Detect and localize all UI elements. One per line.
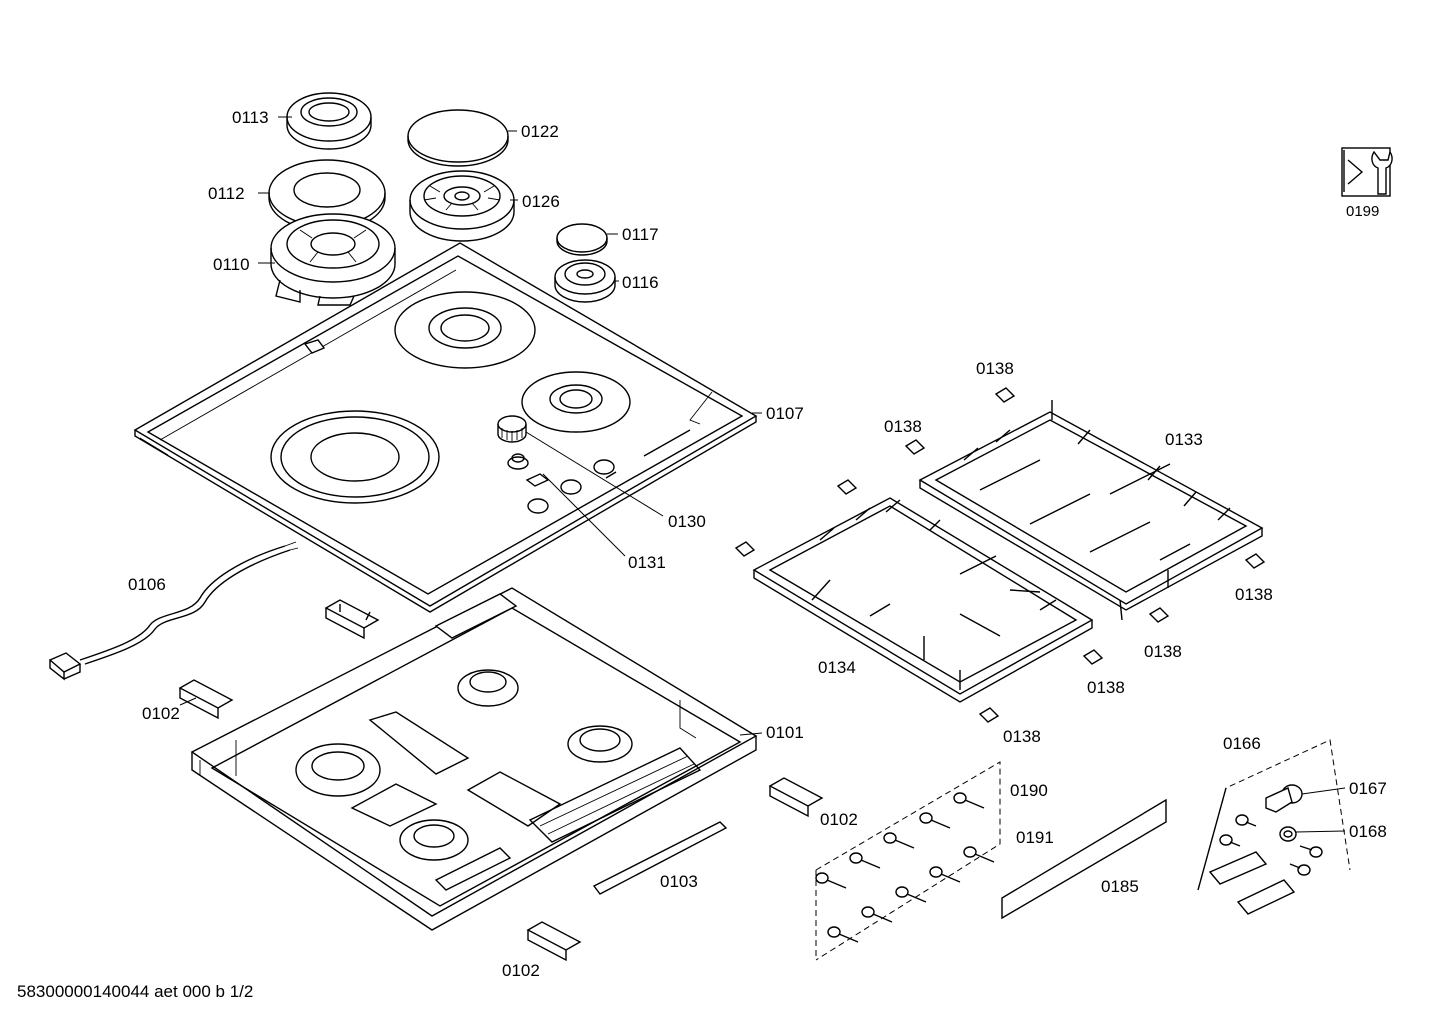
part-0138-rubber-foot-6 xyxy=(1148,607,1170,623)
label-0138-4: 0138 xyxy=(1144,642,1182,661)
part-0117-small-burner-cap xyxy=(556,223,608,256)
label-0138-6: 0138 xyxy=(1003,727,1041,746)
label-0134: 0134 xyxy=(818,658,856,677)
label-0102-left: 0102 xyxy=(142,704,180,723)
label-0122: 0122 xyxy=(521,122,559,141)
part-0102-mounting-clip-left xyxy=(178,679,234,720)
part-0166-conversion-kit xyxy=(1197,739,1351,915)
label-0133: 0133 xyxy=(1165,430,1203,449)
label-0166: 0166 xyxy=(1223,734,1261,753)
label-0138-5: 0138 xyxy=(1087,678,1125,697)
label-0168: 0168 xyxy=(1349,822,1387,841)
label-0130: 0130 xyxy=(668,512,706,531)
label-0126: 0126 xyxy=(522,192,560,211)
part-0113-burner-cap-ring xyxy=(286,92,372,150)
part-0101-bottom-tray xyxy=(190,587,758,931)
label-0131: 0131 xyxy=(628,553,666,572)
label-0102-right: 0102 xyxy=(820,810,858,829)
label-0107: 0107 xyxy=(766,404,804,423)
label-0167: 0167 xyxy=(1349,779,1387,798)
part-0131-knob-seal xyxy=(507,453,550,487)
part-0107-cooktop-plate xyxy=(133,242,758,613)
part-0103-gasket-strip xyxy=(592,821,728,895)
label-0113: 0113 xyxy=(232,108,269,127)
label-0138-2: 0138 xyxy=(884,417,922,436)
part-0138-rubber-foot-2 xyxy=(904,439,926,455)
label-0138-3: 0138 xyxy=(1235,585,1273,604)
label-0106: 0106 xyxy=(128,575,166,594)
label-0199: 0199 xyxy=(1346,203,1379,220)
part-0138-rubber-foot-8 xyxy=(978,707,1000,723)
part-0138-rubber-foot-4 xyxy=(734,541,756,557)
part-0130-control-knob xyxy=(497,415,527,443)
label-0112: 0112 xyxy=(208,184,245,203)
label-0138-1: 0138 xyxy=(976,359,1014,378)
label-0103: 0103 xyxy=(660,872,698,891)
part-0138-rubber-foot-5 xyxy=(1244,553,1266,569)
part-0134-pan-support-left xyxy=(752,497,1094,703)
part-0126-burner-base xyxy=(409,170,515,242)
document-code: 58300000140044 aet 000 b 1/2 xyxy=(17,982,253,1001)
label-0110: 0110 xyxy=(213,255,250,274)
part-0102-mounting-clip-right xyxy=(768,777,824,818)
label-0102-bottom: 0102 xyxy=(502,961,540,980)
part-0138-rubber-foot-3 xyxy=(836,479,858,495)
label-0117: 0117 xyxy=(622,225,659,244)
part-0138-rubber-foot-1 xyxy=(994,387,1016,403)
part-0102-mounting-clip-top xyxy=(324,599,380,640)
label-0185: 0185 xyxy=(1101,877,1139,896)
label-0190: 0190 xyxy=(1010,781,1048,800)
part-0102-mounting-clip-bottom xyxy=(526,921,582,962)
label-0116: 0116 xyxy=(622,273,659,292)
part-0106-power-cable xyxy=(48,541,299,681)
part-0138-rubber-foot-7 xyxy=(1082,649,1104,665)
part-0116-small-burner xyxy=(554,259,616,303)
label-0101: 0101 xyxy=(766,723,804,742)
part-0185-label-sheet xyxy=(1001,798,1167,920)
part-0133-pan-support-right xyxy=(918,400,1264,621)
part-0110-burner-body xyxy=(270,213,396,306)
part-0122-burner-cap xyxy=(407,109,509,167)
label-0191: 0191 xyxy=(1016,828,1054,847)
part-0190-0191-screw-set xyxy=(815,761,1001,961)
service-tool-icon xyxy=(1341,147,1393,197)
